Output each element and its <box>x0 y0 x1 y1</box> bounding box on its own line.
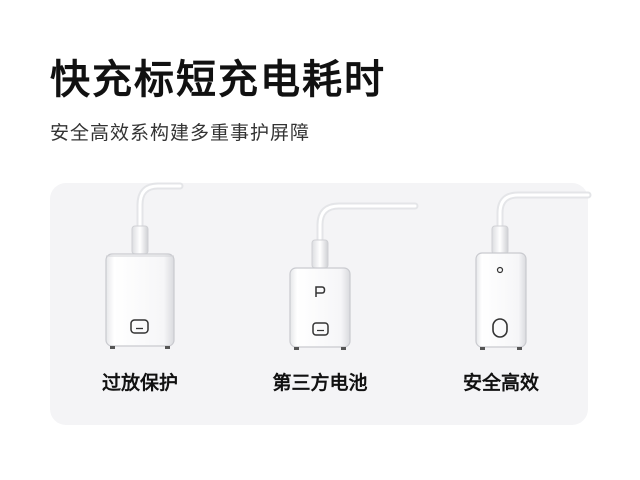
display-button-icon <box>312 322 329 336</box>
product-1-illustration <box>105 182 184 349</box>
product-3-illustration <box>475 191 592 350</box>
product-1-plug <box>131 225 149 255</box>
product-2-label: 第三方电池 <box>272 372 368 394</box>
display-button-icon <box>130 319 149 334</box>
indicator-dot-icon <box>496 266 504 274</box>
power-ring-icon <box>492 318 508 338</box>
product-3-body <box>475 252 527 348</box>
product-1-body <box>105 253 175 347</box>
product-1-label: 过放保护 <box>101 372 178 394</box>
product-2-plug <box>311 239 329 269</box>
product-3-plug <box>491 225 509 255</box>
product-3-cable <box>496 191 592 236</box>
p-mark-icon <box>315 286 326 297</box>
product-2-body <box>289 267 351 348</box>
product-1-cable <box>136 182 184 236</box>
page-subtitle: 安全高效系构建多重事护屏障 <box>50 122 311 144</box>
product-2-cable <box>316 202 419 252</box>
product-3-label: 安全高效 <box>462 372 539 394</box>
product-2-illustration <box>289 202 419 350</box>
page-title: 快充标短充电耗时 <box>50 57 386 103</box>
